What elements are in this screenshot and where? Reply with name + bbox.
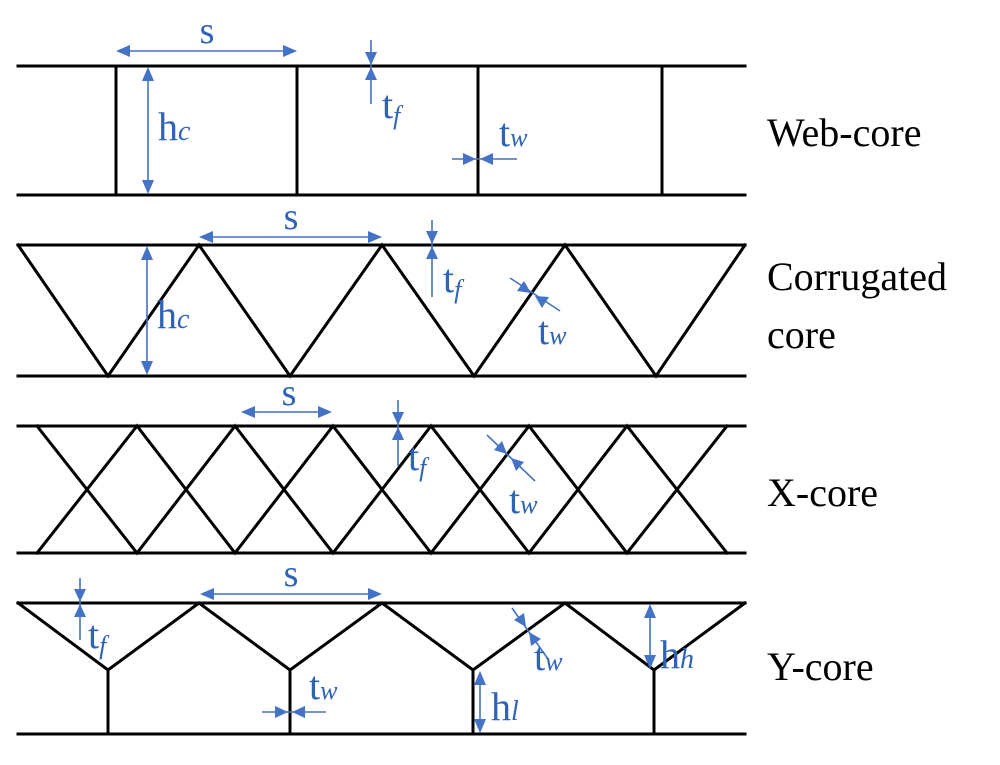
web-core-labels: s hc tf tw [158, 10, 528, 155]
hl-label: hl [491, 684, 519, 729]
hh-label: hh [660, 632, 694, 677]
x-core-structure [16, 423, 747, 556]
arrowhead [426, 246, 438, 259]
arrowhead [474, 719, 486, 733]
x-core-labels: s tf tw [282, 372, 539, 522]
arrowhead [365, 52, 377, 65]
corrugated-tw-dimension [509, 277, 561, 312]
tf-label: tf [443, 256, 465, 304]
arrowhead [474, 671, 486, 685]
corrugated-core-title: core [767, 312, 836, 357]
x-core-dimensions [241, 400, 536, 482]
arrowhead [141, 361, 153, 375]
tw-label: tw [509, 477, 538, 522]
arrowhead [368, 231, 382, 243]
corrugated-core-labels: s hc tf tw [157, 196, 567, 353]
web-core-panel: s hc tf tw Web-core [16, 10, 921, 197]
tf-label: tf [88, 612, 110, 660]
arrowhead [142, 67, 154, 81]
arrowhead [200, 588, 214, 600]
arrowhead [517, 281, 531, 293]
arrowhead [199, 231, 213, 243]
arrowhead [74, 604, 86, 617]
arrowhead [116, 45, 130, 57]
arrowhead [535, 296, 549, 308]
arrowhead [392, 412, 404, 425]
arrowhead [142, 180, 154, 194]
corrugated-core-dimensions [141, 220, 561, 375]
x-core-panel: s tf tw X-core [16, 372, 878, 556]
arrowhead [514, 613, 526, 627]
arrowhead [426, 231, 438, 244]
tw-label: tw [499, 110, 528, 155]
arrowhead [318, 406, 332, 418]
web-core-title: Web-core [767, 110, 921, 155]
hc-label: hc [158, 104, 191, 149]
web-core-dimensions [116, 40, 517, 194]
arrowhead [494, 441, 507, 454]
y-core-labels: tf s tw hl tw hh [88, 553, 694, 729]
arrowhead [365, 67, 377, 80]
corrugated-core-structure [15, 242, 748, 379]
s-label: s [200, 10, 215, 52]
hc-label: hc [157, 292, 190, 337]
tf-label: tf [408, 434, 430, 482]
arrowhead [283, 45, 297, 57]
tw-slant-label: tw [534, 634, 563, 679]
s-label: s [284, 553, 299, 595]
x-core-profile-b [34, 423, 730, 556]
arrowhead [480, 153, 493, 165]
arrowhead [368, 588, 382, 600]
s-label: s [284, 196, 299, 238]
arrowhead [241, 406, 255, 418]
arrowhead [463, 153, 476, 165]
arrowhead [392, 427, 404, 440]
arrowhead [511, 458, 524, 471]
corrugated-profile [15, 242, 748, 379]
arrowhead [644, 655, 656, 669]
web-core-structure [16, 64, 747, 197]
y-core-dimensions [74, 578, 656, 733]
arrowhead [141, 246, 153, 260]
y-core-profile [15, 600, 748, 672]
y-core-panel: tf s tw hl tw hh Y-core [15, 553, 874, 736]
tf-label: tf [382, 82, 404, 130]
tw-web-label: tw [309, 663, 338, 708]
tw-label: tw [538, 308, 567, 353]
corrugated-core-title: Corrugated [767, 254, 947, 299]
corrugated-core-panel: s hc tf tw Corrugated core [15, 196, 947, 379]
arrowhead [529, 632, 541, 646]
arrowhead [275, 706, 288, 718]
arrowhead [74, 589, 86, 602]
x-core-title: X-core [767, 470, 878, 515]
s-label: s [282, 372, 297, 414]
arrowhead [644, 604, 656, 618]
arrowhead [292, 706, 305, 718]
y-core-title: Y-core [767, 644, 874, 689]
y-core-structure [15, 600, 748, 736]
